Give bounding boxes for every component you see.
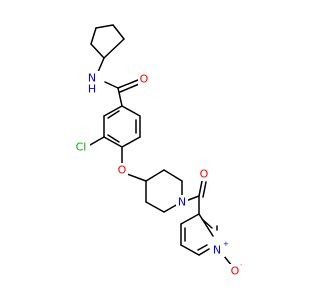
atom-chloro: Cl <box>72 140 90 154</box>
atom-amide-o: O <box>138 73 150 86</box>
atom-ether-o: O <box>116 163 128 177</box>
amide-carbonyl-double-bond <box>117 79 139 93</box>
bond-ether-piperidine <box>126 173 147 182</box>
amide-o-label: O <box>140 73 149 86</box>
atom-piperidine-n: N <box>176 195 188 209</box>
bond-chloro <box>89 136 105 146</box>
oxide-o-label: O <box>231 265 240 278</box>
amide-h-label: H <box>88 83 96 96</box>
piperidine-n-label: N <box>178 196 186 209</box>
pyridine-n-label: N <box>213 244 221 257</box>
atom-oxide-o: O · <box>229 261 242 278</box>
bond-carbonyl-benzene <box>117 87 123 107</box>
chloro-label: Cl <box>76 141 87 154</box>
ether-o-label: O <box>118 164 127 177</box>
structure-canvas: N H O Cl O N O N + O · <box>72 24 243 278</box>
oxide-o-charge: · <box>240 261 242 269</box>
carbonyl-o-label: O <box>200 168 209 181</box>
cyclopentyl-ring <box>90 24 125 59</box>
ketone-carbonyl-double-bond <box>198 180 207 198</box>
pyridine-n-charge: + <box>223 240 229 248</box>
molecule-diagram: N H O Cl O N O N + O · <box>72 24 243 278</box>
benzene-ring <box>103 105 141 148</box>
atom-pyridine-n: N + <box>211 240 229 257</box>
atom-amide-nh: N H <box>88 71 102 96</box>
pyridine-ring <box>180 213 218 256</box>
bond-cyclopentyl-n <box>97 57 105 73</box>
amide-n-label: N <box>88 72 96 85</box>
atom-carbonyl-o: O <box>198 168 210 181</box>
bond-n-carbonyl <box>104 81 119 89</box>
